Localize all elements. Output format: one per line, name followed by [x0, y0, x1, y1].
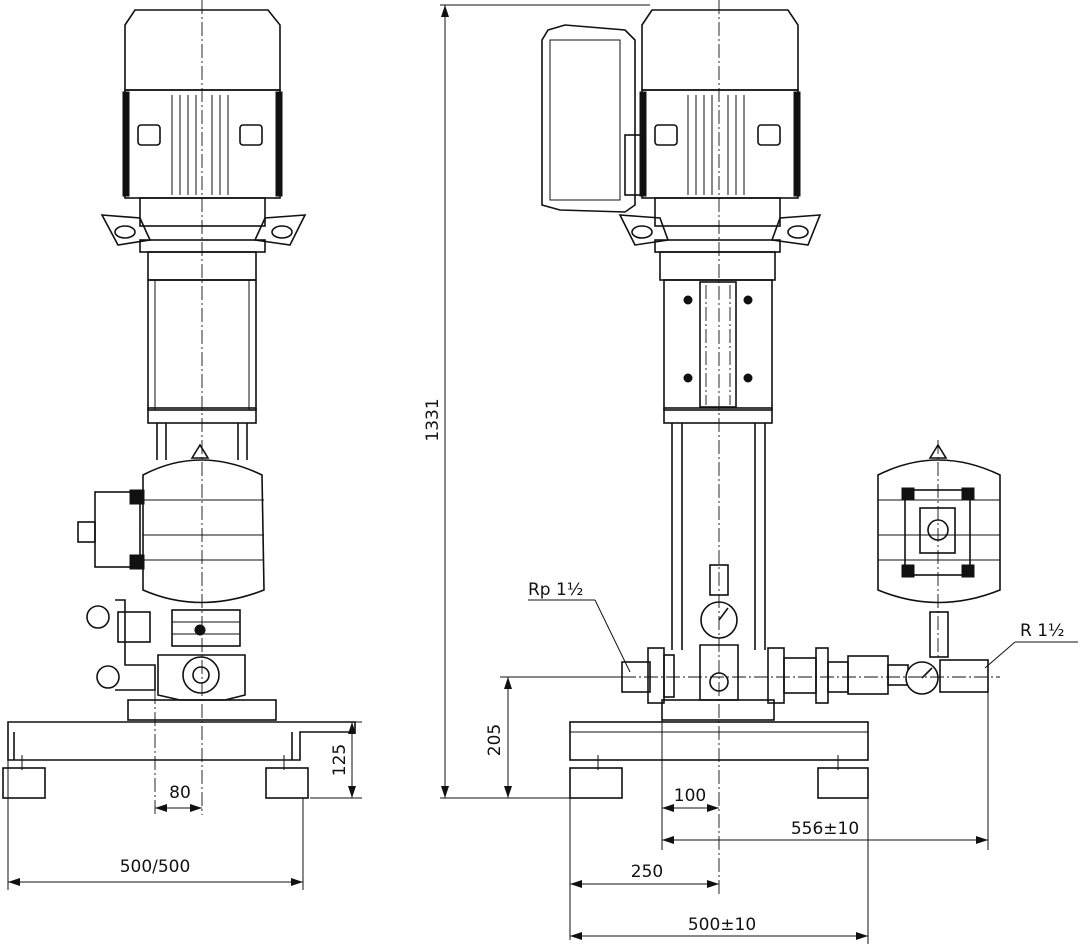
foot-hole: [271, 225, 293, 239]
pump-stages-left: [171, 609, 241, 647]
check-valve: [847, 655, 889, 695]
foot-hole: [114, 225, 136, 239]
discharge-pipe: [939, 659, 989, 693]
rubber-foot: [817, 767, 869, 799]
dim-left-base-width: 500/500: [120, 857, 191, 877]
dim-center-offset: 100: [674, 786, 706, 806]
front-view: [541, 0, 1001, 895]
motor-flange-right: [654, 197, 781, 227]
motor-cap-right: [641, 9, 799, 91]
rubber-foot: [569, 767, 623, 799]
lift-lug-left: [137, 124, 161, 146]
motor-fins-right: [687, 95, 745, 195]
motor-body-left: [124, 89, 281, 199]
tank-connection: [929, 611, 949, 658]
tank-valve-top: [190, 443, 210, 459]
right-dimensions: 1331 205 100 556±10 250 500±10: [423, 4, 989, 944]
side-view: [2, 0, 356, 815]
pressure-tank-left: [142, 459, 265, 604]
box-bracket: [129, 554, 145, 570]
lantern-right: [663, 279, 773, 411]
label-discharge-connection: R 1½: [1020, 621, 1065, 641]
dim-half-base: 250: [631, 862, 663, 882]
motor-cap-left: [124, 9, 281, 91]
dim-inlet-height: 205: [485, 724, 505, 756]
pressure-tank-right: [877, 459, 1001, 604]
rubber-foot: [265, 767, 309, 799]
casing-port: [182, 656, 220, 694]
dim-pipe-length: 556±10: [791, 819, 859, 839]
lift-lug: [757, 124, 781, 146]
lift-lug: [654, 124, 678, 146]
motor-edge-left: [122, 91, 130, 197]
lantern-ring: [139, 239, 266, 253]
box-bracket: [129, 489, 145, 505]
frame-inner: [13, 732, 293, 760]
pressure-gauge: [86, 605, 110, 629]
outlet-flange: [767, 647, 785, 704]
gauge-piping: [115, 599, 156, 691]
coupling-guard: [699, 281, 737, 408]
base-frame-left: [7, 721, 356, 761]
terminal-hinge: [624, 134, 644, 196]
dim-base-height: 125: [330, 744, 350, 776]
control-box-gland: [77, 521, 96, 543]
label-suction-connection: Rp 1½: [528, 580, 583, 600]
left-dimensions: 125 80 500/500: [7, 721, 362, 890]
dim-total-height: 1331: [423, 398, 443, 441]
fitting-block: [117, 611, 151, 643]
motor-flange-left: [139, 197, 266, 227]
terminal-box: [541, 24, 636, 213]
connection-labels: Rp 1½ R 1½: [528, 580, 1078, 673]
control-panel-front: [904, 489, 971, 576]
outlet-nipple: [783, 657, 817, 694]
rubber-foot: [2, 767, 46, 799]
bleed-screw: [194, 624, 206, 636]
motor-fins-left: [171, 95, 229, 195]
dim-base-width: 500±10: [688, 915, 756, 935]
motor-body-right: [641, 89, 799, 199]
dim-left-offset: 80: [169, 783, 191, 803]
pressure-gauge: [96, 665, 120, 689]
lift-lug-right: [239, 124, 263, 146]
pump-base-right: [661, 699, 775, 721]
motor-edge-right: [275, 91, 283, 197]
